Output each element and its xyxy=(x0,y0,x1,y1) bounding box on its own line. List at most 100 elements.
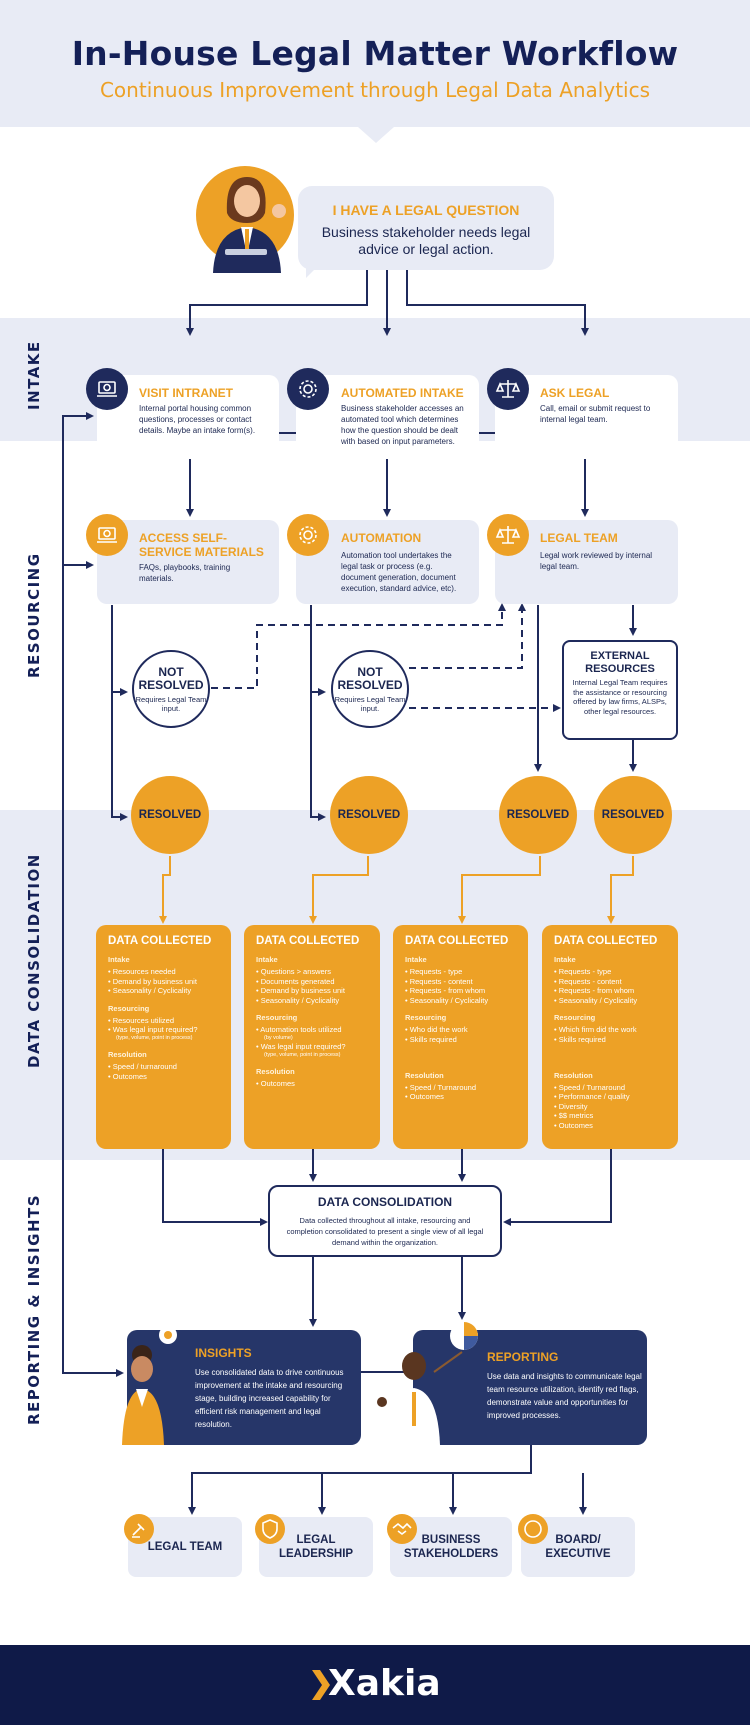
resourcing-heading: Resourcing xyxy=(554,1013,596,1023)
shield-icon xyxy=(255,1514,285,1544)
data-consolidation-title: DATA CONSOLIDATION xyxy=(317,1195,453,1209)
resourcing-heading: Resourcing xyxy=(405,1013,447,1023)
reporting-card xyxy=(413,1330,647,1445)
resourcing-desc-legal-team: Legal work reviewed by internal legal te… xyxy=(540,551,653,571)
intake-title-automated: AUTOMATED INTAKE xyxy=(341,386,464,400)
data-consolidation-text: Data collected throughout all intake, re… xyxy=(286,1216,484,1247)
insights-avatar xyxy=(120,1325,178,1445)
intake-desc-ask-legal: Call, email or submit request to interna… xyxy=(540,404,651,424)
data-item: Requests - content xyxy=(554,977,666,987)
question-bubble-tail xyxy=(306,262,322,278)
data-item: Requests - type xyxy=(405,967,516,977)
footer-logo-text: Xakia xyxy=(328,1663,441,1704)
resourcing-heading: Resourcing xyxy=(108,1003,150,1013)
data-item: Resources utilized xyxy=(108,1016,219,1026)
not-resolved-automation: NOT RESOLVED Requires Legal Team input. xyxy=(331,650,409,728)
data-item: Seasonality / Cyclicality xyxy=(108,986,219,996)
insights-text: Use consolidated data to drive continuou… xyxy=(195,1368,344,1429)
resourcing-desc-automation: Automation tool undertakes the legal tas… xyxy=(341,551,457,593)
data-item: Speed / turnaround xyxy=(108,1062,219,1072)
page-subtitle: Continuous Improvement through Legal Dat… xyxy=(99,78,651,102)
data-collected-title: DATA COLLECTED xyxy=(256,935,360,947)
intake-heading: Intake xyxy=(554,955,576,964)
resolved-badge: RESOLVED xyxy=(594,776,672,854)
stakeholder-avatar xyxy=(195,165,303,273)
data-item: Outcomes xyxy=(256,1079,368,1089)
laptop-icon xyxy=(86,368,128,410)
resolution-heading: Resolution xyxy=(554,1070,593,1080)
data-collected-card-2: DATA COLLECTED Intake Questions > answer… xyxy=(244,925,380,1149)
data-item: Seasonality / Cyclicality xyxy=(256,996,368,1006)
resolution-heading: Resolution xyxy=(108,1049,147,1059)
gear-icon xyxy=(287,514,329,556)
data-collected-title: DATA COLLECTED xyxy=(554,935,658,947)
data-item: Skills required xyxy=(405,1035,516,1045)
data-item: Diversity xyxy=(554,1102,666,1112)
data-item: Questions > answers xyxy=(256,967,368,977)
scales-icon xyxy=(487,514,529,556)
header-band xyxy=(0,0,750,127)
data-collected-card-3: DATA COLLECTED Intake Requests - type Re… xyxy=(393,925,528,1149)
intake-desc-intranet: Internal portal housing common questions… xyxy=(139,404,256,435)
data-collected-title: DATA COLLECTED xyxy=(108,935,212,947)
resourcing-title-automation: AUTOMATION xyxy=(341,531,422,545)
data-item: Was legal input required? xyxy=(256,1042,368,1052)
reporting-title: REPORTING xyxy=(487,1350,559,1364)
resourcing-heading: Resourcing xyxy=(256,1013,298,1023)
reporting-avatar xyxy=(374,1320,480,1445)
data-collected-card-4: DATA COLLECTED Intake Requests - type Re… xyxy=(542,925,678,1149)
scales-icon xyxy=(487,368,529,410)
insights-title: INSIGHTS xyxy=(195,1346,252,1360)
question-text: Business stakeholder needs legal advice … xyxy=(321,224,531,257)
data-item: Outcomes xyxy=(405,1092,516,1102)
data-item: Requests - from whom xyxy=(554,986,666,996)
reporting-text: Use data and insights to communicate leg… xyxy=(487,1372,642,1420)
not-resolved-sub: Requires Legal Team input. xyxy=(334,695,406,713)
data-item: Seasonality / Cyclicality xyxy=(405,996,516,1006)
not-resolved-self-service: NOT RESOLVED Requires Legal Team input. xyxy=(132,650,210,728)
header-pointer xyxy=(358,127,394,143)
data-item: Resources needed xyxy=(108,967,219,977)
resolved-badge: RESOLVED xyxy=(499,776,577,854)
data-item: $$ metrics xyxy=(554,1111,666,1121)
resolved-badge: RESOLVED xyxy=(330,776,408,854)
resourcing-title-legal-team: LEGAL TEAM xyxy=(540,531,618,545)
data-item: Automation tools utilized xyxy=(256,1025,368,1035)
data-item: Outcomes xyxy=(554,1121,666,1131)
handshake-icon xyxy=(387,1514,417,1544)
data-item: Speed / Turnaround xyxy=(554,1083,666,1093)
data-item: Which firm did the work xyxy=(554,1025,666,1035)
data-item: Performance / quality xyxy=(554,1092,666,1102)
audience-board-executive[interactable]: BOARD/ EXECUTIVE xyxy=(521,1517,635,1577)
not-resolved-title: NOT RESOLVED xyxy=(138,665,204,692)
data-note: (type, volume, point in process) xyxy=(116,1034,193,1041)
data-collected-title: DATA COLLECTED xyxy=(405,935,509,947)
intake-title-ask-legal: ASK LEGAL xyxy=(540,386,610,400)
insights-card xyxy=(127,1330,361,1445)
intake-heading: Intake xyxy=(405,955,427,964)
footer-bar xyxy=(0,1645,750,1725)
data-collected-card-1: DATA COLLECTED Intake Resources needed D… xyxy=(96,925,231,1149)
data-item: Requests - content xyxy=(405,977,516,987)
not-resolved-sub: Requires Legal Team input. xyxy=(135,695,207,713)
external-resources-box[interactable]: EXTERNAL RESOURCES Internal Legal Team r… xyxy=(562,640,678,740)
resolved-badge: RESOLVED xyxy=(131,776,209,854)
question-bubble xyxy=(298,186,554,270)
resourcing-desc-self-service: FAQs, playbooks, training materials. xyxy=(139,563,231,583)
data-item: Seasonality / Cyclicality xyxy=(554,996,666,1006)
data-note: (by volume) xyxy=(264,1034,293,1041)
data-item: Requests - from whom xyxy=(405,986,516,996)
resourcing-title-self-service: ACCESS SELF-SERVICE MATERIALS xyxy=(139,531,264,559)
external-resources-desc: Internal Legal Team requires the assista… xyxy=(572,678,668,716)
laptop-icon xyxy=(86,514,128,556)
gear-icon xyxy=(287,368,329,410)
globe-icon xyxy=(518,1514,548,1544)
external-resources-title: EXTERNAL RESOURCES xyxy=(585,650,655,675)
data-item: Who did the work xyxy=(405,1025,516,1035)
page-title: In-House Legal Matter Workflow xyxy=(71,34,679,73)
data-item: Documents generated xyxy=(256,977,368,987)
logo-chevron-icon xyxy=(312,1670,330,1700)
data-note: (type, volume, point in process) xyxy=(264,1051,341,1058)
intake-heading: Intake xyxy=(256,955,278,964)
question-title: I HAVE A LEGAL QUESTION xyxy=(332,202,520,218)
